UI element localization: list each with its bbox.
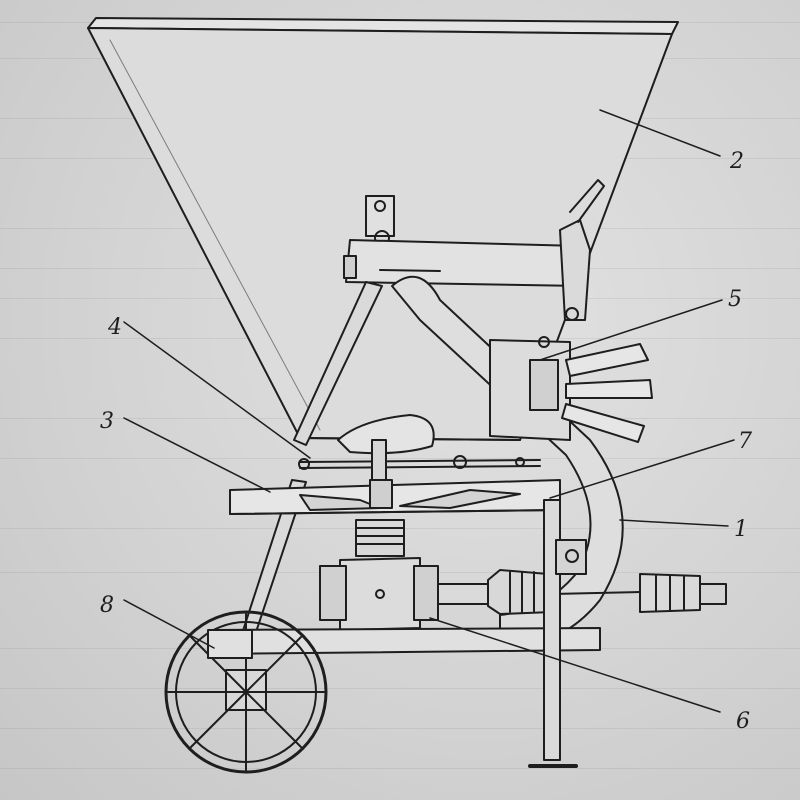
frame-legs bbox=[237, 281, 383, 651]
support-stand bbox=[528, 499, 587, 768]
part-label-4: 4 bbox=[107, 315, 122, 340]
leader-line-4 bbox=[123, 321, 311, 459]
leader-line-1 bbox=[619, 519, 729, 527]
lower-frame-beam bbox=[209, 627, 601, 655]
faint-text-line bbox=[0, 768, 800, 769]
leader-line-3 bbox=[123, 417, 271, 493]
part-label-3: 3 bbox=[100, 409, 114, 434]
part-label-8: 8 bbox=[100, 593, 114, 618]
leader-line-8 bbox=[123, 599, 215, 649]
leader-lines bbox=[123, 109, 735, 713]
control-levers bbox=[489, 336, 653, 443]
part-label-5: 5 bbox=[728, 287, 742, 312]
gearbox bbox=[319, 519, 439, 631]
part-label-7: 7 bbox=[738, 429, 752, 454]
faint-text-line bbox=[0, 728, 800, 729]
faint-text-line bbox=[0, 458, 800, 459]
spinner-disc bbox=[229, 479, 561, 515]
part-label-1: 1 bbox=[734, 517, 748, 542]
leader-line-6 bbox=[429, 617, 721, 713]
part-label-6: 6 bbox=[736, 709, 750, 734]
part-label-2: 2 bbox=[729, 149, 744, 174]
leader-line-2 bbox=[599, 109, 721, 157]
agitator bbox=[298, 414, 541, 481]
faint-text-line bbox=[0, 688, 800, 689]
drive-shaft bbox=[437, 569, 727, 615]
top-bracket bbox=[343, 179, 605, 321]
leader-line-5 bbox=[539, 299, 723, 361]
leader-line-7 bbox=[549, 439, 735, 499]
wheel bbox=[164, 610, 328, 774]
